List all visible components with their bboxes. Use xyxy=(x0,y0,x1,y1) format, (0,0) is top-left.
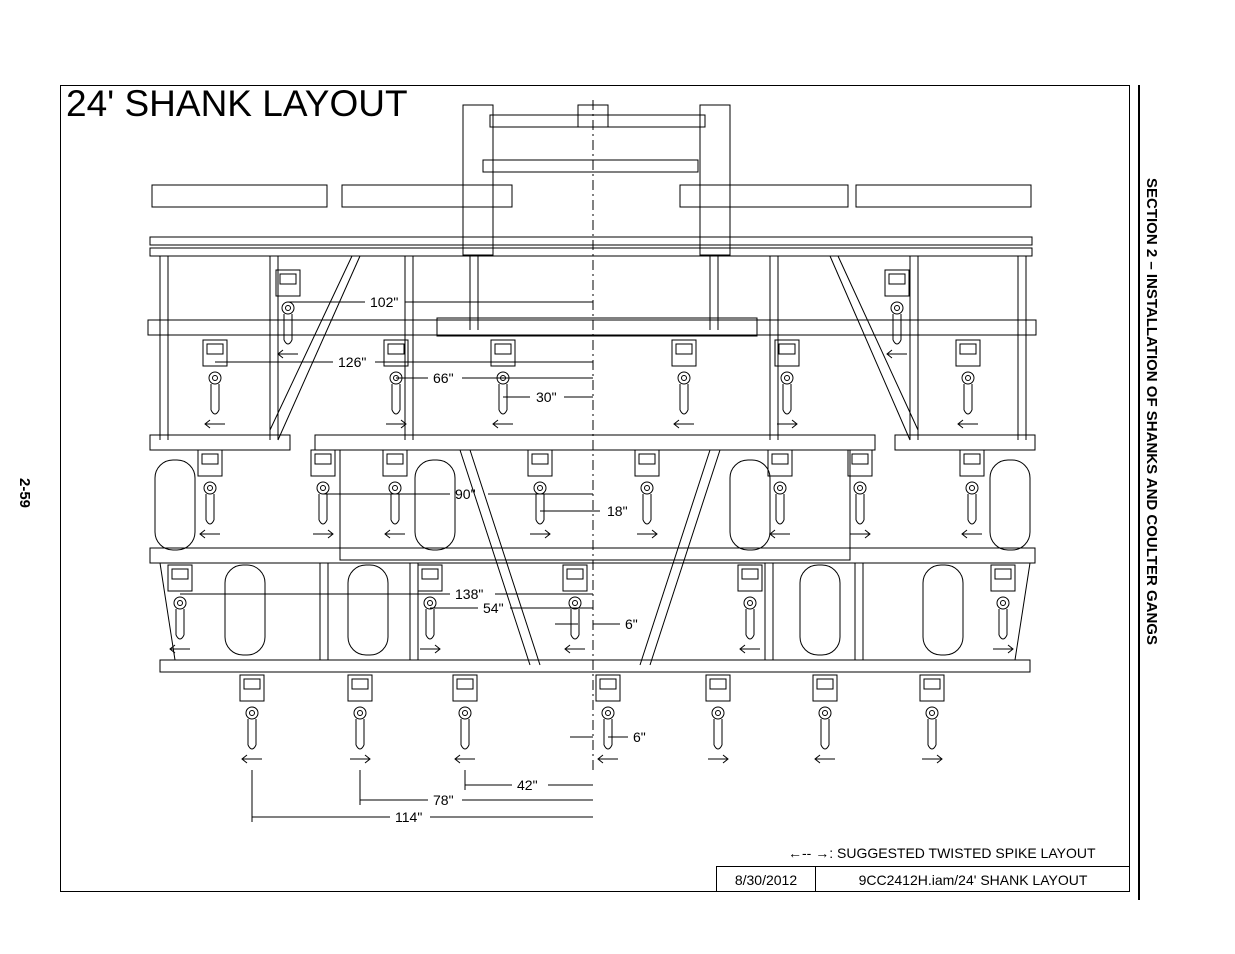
shank-assembly xyxy=(202,339,228,415)
shank-assembly xyxy=(990,564,1016,640)
spike-arrow-icon xyxy=(708,754,729,764)
drawing-frame xyxy=(60,85,1130,892)
shank-assembly xyxy=(634,449,660,525)
spike-arrow-icon xyxy=(492,419,513,429)
shank-assembly xyxy=(310,449,336,525)
spike-arrow-icon xyxy=(922,754,943,764)
spike-arrow-icon xyxy=(199,529,220,539)
legend: ←-- →: SUGGESTED TWISTED SPIKE LAYOUT xyxy=(788,845,1096,861)
dim-114: 114" xyxy=(395,809,422,825)
shank-assembly xyxy=(847,449,873,525)
dim-78: 78" xyxy=(433,792,454,808)
legend-text: : SUGGESTED TWISTED SPIKE LAYOUT xyxy=(829,845,1096,861)
shank-assembly xyxy=(527,449,553,525)
spike-arrow-icon xyxy=(204,419,225,429)
dim-6-upper: 6" xyxy=(625,616,638,632)
spike-arrow-icon xyxy=(886,349,907,359)
wheels xyxy=(154,459,1031,656)
spike-arrow-icon xyxy=(454,754,475,764)
section-title: SECTION 2 – INSTALLATION OF SHANKS AND C… xyxy=(1143,178,1160,645)
shank-assembly xyxy=(812,674,838,750)
front-coulter-beams xyxy=(149,184,1033,257)
spike-arrow-icon xyxy=(169,644,190,654)
shank-assembly xyxy=(239,674,265,750)
shanks xyxy=(167,269,1016,750)
spike-arrow-icon xyxy=(637,529,658,539)
shank-assembly xyxy=(382,449,408,525)
shank-assembly xyxy=(919,674,945,750)
spike-arrow-icon xyxy=(769,529,790,539)
page-title: 24' SHANK LAYOUT xyxy=(66,83,408,124)
spike-arrow-icon xyxy=(350,754,371,764)
hitch xyxy=(462,104,731,330)
page-number: 2-59 xyxy=(16,478,33,509)
legend-symbol: ←-- → xyxy=(788,845,830,861)
shank-assembly xyxy=(383,339,409,415)
spike-arrow-icon xyxy=(957,419,978,429)
dim-18: 18" xyxy=(607,503,628,519)
dim-30: 30" xyxy=(536,389,557,405)
shank-assembly xyxy=(347,674,373,750)
dim-138: 138" xyxy=(455,586,483,602)
spike-arrow-icon xyxy=(673,419,694,429)
dim-42: 42" xyxy=(517,777,538,793)
dim-126: 126" xyxy=(338,354,366,370)
shank-assembly xyxy=(197,449,223,525)
spike-arrow-icon xyxy=(777,419,798,429)
spike-arrows xyxy=(169,349,1014,764)
title-block: 8/30/2012 9CC2412H.iam/24' SHANK LAYOUT xyxy=(716,866,1130,892)
shank-assembly xyxy=(671,339,697,415)
front-toolbar xyxy=(147,317,1037,337)
shank-assembly xyxy=(595,674,621,750)
spike-arrow-icon xyxy=(241,754,262,764)
spike-arrow-icon xyxy=(739,644,760,654)
spike-arrow-icon xyxy=(384,529,405,539)
title-block-file: 9CC2412H.iam/24' SHANK LAYOUT xyxy=(858,871,1088,888)
shank-assembly xyxy=(955,339,981,415)
shank-assembly xyxy=(705,674,731,750)
middle-toolbar xyxy=(149,434,1036,561)
frame-rails xyxy=(159,255,1027,441)
spike-arrow-icon xyxy=(850,529,871,539)
shank-assembly xyxy=(452,674,478,750)
shank-assembly xyxy=(767,449,793,525)
spike-arrow-icon xyxy=(277,349,298,359)
spike-arrow-icon xyxy=(597,754,618,764)
spike-arrow-icon xyxy=(961,529,982,539)
dim-54: 54" xyxy=(483,600,504,616)
shank-assembly xyxy=(275,269,301,345)
dim-66: 66" xyxy=(433,370,454,386)
dim-90: 90" xyxy=(455,486,476,502)
dim-6-lower: 6" xyxy=(633,729,646,745)
dimension-lines xyxy=(180,301,628,822)
shank-assembly xyxy=(737,564,763,640)
shank-assembly xyxy=(490,339,516,415)
spike-arrow-icon xyxy=(814,754,835,764)
spike-arrow-icon xyxy=(313,529,334,539)
dim-102: 102" xyxy=(370,294,398,310)
spike-arrow-icon xyxy=(564,644,585,654)
title-block-date: 8/30/2012 xyxy=(717,867,816,892)
rear-toolbars xyxy=(149,449,1036,673)
shank-assembly xyxy=(774,339,800,415)
shank-assembly xyxy=(167,564,193,640)
spike-arrow-icon xyxy=(993,644,1014,654)
spike-arrow-icon xyxy=(386,419,407,429)
shank-assembly xyxy=(884,269,910,345)
spike-arrow-icon xyxy=(530,529,551,539)
spike-arrow-icon xyxy=(420,644,441,654)
section-rule xyxy=(1138,85,1140,900)
shank-assembly xyxy=(562,564,588,640)
shank-assembly xyxy=(959,449,985,525)
shank-assembly xyxy=(417,564,443,640)
